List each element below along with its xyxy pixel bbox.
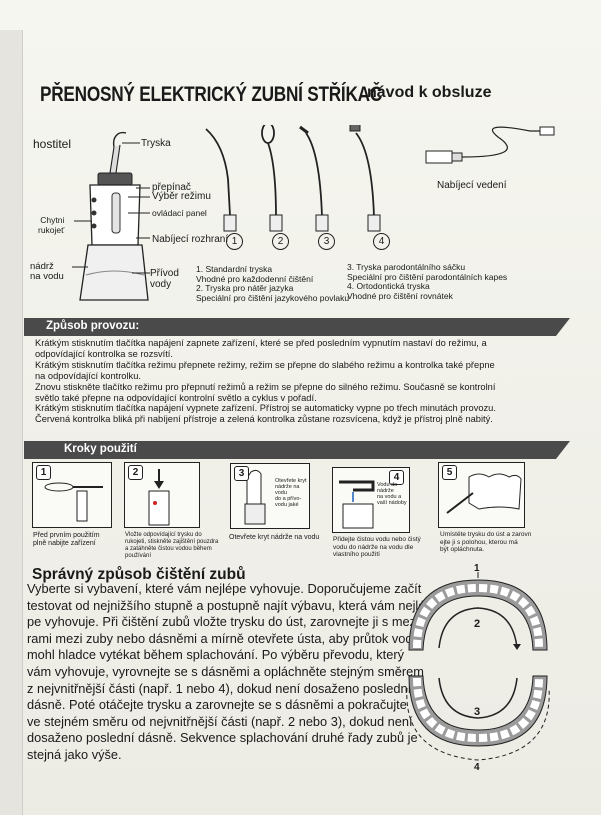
teeth-nozzle-icon: [446, 473, 522, 514]
cleaning-method-text: Vyberte si vybavení, které vám nejlépe v…: [27, 581, 426, 762]
arch-label-3: 3: [474, 706, 481, 718]
insert-nozzle-icon: [148, 469, 170, 526]
upper-arch-icon: [408, 572, 548, 651]
arch-label-2: 2: [474, 618, 481, 630]
operation-instructions: Krátkým stisknutím tlačítka napájení zap…: [35, 338, 496, 425]
arch-label-4: 4: [474, 762, 480, 773]
tongue-cleaner-nozzle-icon: [261, 125, 283, 232]
fill-water-icon: [339, 480, 375, 529]
page-subtitle: návod k obsluze: [367, 84, 492, 101]
section-bar-kroky-pouziti: Kroky použití: [24, 441, 570, 459]
arch-label-1: 1: [474, 563, 480, 574]
nozzle-number-3: 3: [318, 233, 335, 250]
irrigator-device-icon: [79, 131, 149, 301]
orthodontic-nozzle-icon: [349, 125, 381, 232]
open-tank-icon: [244, 469, 266, 525]
page-title: PŘENOSNÝ ELEKTRICKÝ ZUBNÍ STŘÍKAČ: [40, 83, 383, 106]
section-bar-zpusob-provozu: Způsob provozu:: [24, 318, 570, 336]
standard-nozzle-icon: [205, 128, 237, 232]
nozzle-number-1: 1: [226, 233, 243, 250]
lower-arch-icon: [406, 675, 550, 761]
step-5-box: 5: [438, 462, 525, 528]
page-fold-edge: [0, 30, 23, 815]
label-ovladaci-panel: ovládací panel: [152, 208, 207, 218]
step-2-box: 2: [124, 462, 200, 528]
step-1-box: 1: [32, 462, 112, 528]
nozzle-number-4: 4: [373, 233, 390, 250]
section-heading: Způsob provozu:: [46, 320, 140, 332]
cleaning-method-title: Správný způsob čištění zubů: [32, 566, 246, 583]
label-nabijeci-vedeni: Nabíjecí vedení: [437, 180, 507, 191]
label-nabijeci-rozhrani: Nabíjecí rozhraní: [152, 234, 229, 245]
label-hostitel: hostitel: [33, 137, 72, 151]
charging-device-icon: [44, 482, 103, 522]
charging-cable-icon: [425, 126, 555, 164]
nozzle-number-2: 2: [272, 233, 289, 250]
step-3-caption: Otevřete kryt nádrže na vodu: [229, 534, 320, 541]
periodontal-nozzle-icon: [299, 125, 329, 232]
section-heading: Kroky použití: [64, 443, 137, 455]
label-tryska: Tryska: [141, 138, 171, 149]
device-diagram: [72, 125, 555, 301]
dental-arch-diagram: [406, 572, 550, 761]
